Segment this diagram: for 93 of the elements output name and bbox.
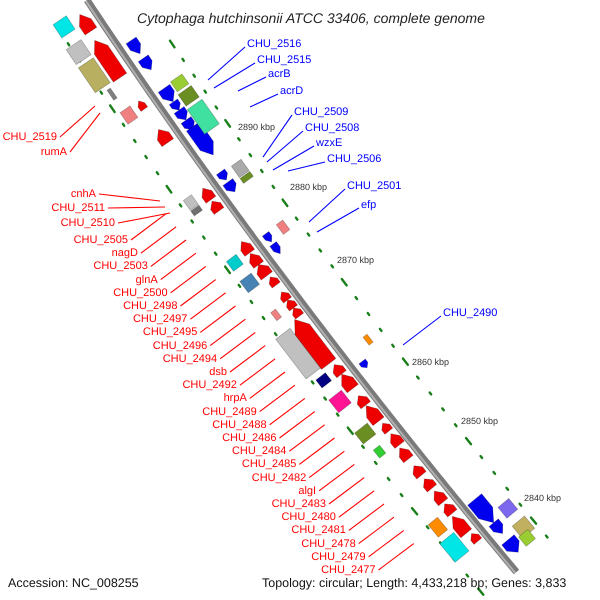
leader-line (272, 146, 314, 170)
leader-line (230, 345, 266, 372)
gene-label: CHU_2477 (321, 564, 376, 576)
leader-line (279, 411, 316, 438)
gene-label: CHU_2486 (222, 432, 276, 444)
gene-label: glnA (136, 274, 158, 286)
leader-line (288, 161, 326, 172)
gene-label: CHU_2501 (347, 180, 402, 192)
leader-line (266, 130, 304, 162)
leader-line (238, 76, 266, 92)
leader-line (150, 240, 186, 267)
leader-line (200, 306, 236, 333)
gene-label: CHU_2516 (247, 38, 302, 50)
gene-label: CHU_2515 (257, 54, 312, 66)
gene-label: CHU_2484 (232, 445, 286, 458)
leader-line (108, 206, 165, 209)
leader-line (130, 213, 167, 240)
leader-line (208, 46, 246, 80)
gene-label: CHU_2510 (60, 217, 115, 229)
leader-line (259, 384, 296, 412)
leader-line (210, 318, 246, 346)
leader-line (140, 226, 176, 254)
gene-label: CHU_2506 (327, 153, 382, 165)
gene-label: CHU_2495 (142, 326, 198, 338)
leader-line (378, 543, 414, 570)
gene-label: CHU_2490 (443, 307, 498, 319)
genome-summary-text: Topology: circular; Length: 4,433,218 bp; Genes: 3,833 (262, 576, 566, 590)
gene-label: CHU_2489 (202, 406, 257, 418)
gene-label: dsb (209, 366, 227, 378)
leader-line (328, 477, 365, 504)
gene-label: CHU_2481 (291, 524, 346, 536)
title: Cytophaga hutchinsonii ATCC 33406, complete genome (137, 10, 485, 26)
leader-line (118, 212, 170, 224)
leader-line (249, 372, 286, 399)
gene-label: CHU_2500 (113, 286, 168, 299)
gene-label: efp (361, 199, 376, 211)
gene-label: CHU_2496 (152, 340, 208, 352)
leader-line (190, 292, 226, 320)
position-label: 2870 kbp (337, 254, 374, 266)
leader-line (98, 193, 160, 202)
gene-label: hrpA (224, 392, 247, 404)
leader-line (358, 516, 394, 544)
leader-line (160, 252, 196, 280)
position-label: 2890 kbp (238, 121, 276, 133)
leader-line (240, 358, 276, 386)
leader-line (338, 490, 374, 518)
leader-line (180, 279, 216, 306)
leader-line (70, 112, 100, 152)
leader-line (316, 208, 360, 232)
gene-label: acrB (268, 68, 291, 80)
gene-label: CHU_2498 (123, 300, 178, 312)
leader-line (220, 332, 256, 360)
gene-label: CHU_2483 (272, 498, 326, 510)
gene-label: CHU_2488 (212, 418, 267, 431)
position-label: 2880 kbp (290, 181, 328, 193)
leader-line (289, 424, 325, 452)
gene-label: CHU_2478 (301, 538, 356, 550)
leader-line (269, 398, 306, 426)
gene-label: rumA (40, 146, 67, 158)
gene-label: CHU_2485 (242, 458, 296, 470)
gene-label: wzxE (316, 137, 342, 149)
position-label: 2840 kbp (524, 492, 562, 504)
accession-text: Accession: NC_008255 (8, 576, 139, 590)
gene-label: CHU_2492 (182, 379, 237, 392)
gene-label: CHU_2482 (252, 472, 306, 484)
leader-line (214, 62, 256, 88)
leader-line (318, 464, 355, 492)
gene-label: CHU_2503 (93, 260, 148, 272)
leader-line (60, 106, 96, 138)
gene-label: CHU_2511 (51, 202, 105, 214)
gene-label: CHU_2480 (281, 511, 336, 524)
gene-label: CHU_2479 (311, 550, 366, 563)
leader-line (402, 316, 442, 346)
leader-line (298, 438, 335, 465)
leader-line (170, 266, 206, 294)
gene-label: nagD (112, 247, 138, 260)
leader-line (368, 530, 404, 558)
gene-label: CHU_2508 (305, 122, 360, 134)
leader-line (308, 188, 346, 222)
gene-label: acrD (280, 85, 304, 97)
gene-label: CHU_2509 (294, 106, 348, 118)
gene-label: CHU_2519 (2, 131, 57, 143)
leader-line (308, 450, 345, 478)
leader-line (262, 114, 292, 158)
gene-label: CHU_2505 (74, 234, 128, 246)
gene-label: CHU_2494 (162, 352, 218, 365)
position-label: 2850 kbp (461, 415, 498, 427)
position-label: 2860 kbp (412, 356, 450, 368)
leader-line (250, 94, 278, 108)
gene-label: CHU_2497 (132, 313, 188, 326)
gene-label: algI (298, 484, 316, 497)
gene-label: cnhA (70, 188, 96, 200)
leader-line (348, 504, 384, 531)
